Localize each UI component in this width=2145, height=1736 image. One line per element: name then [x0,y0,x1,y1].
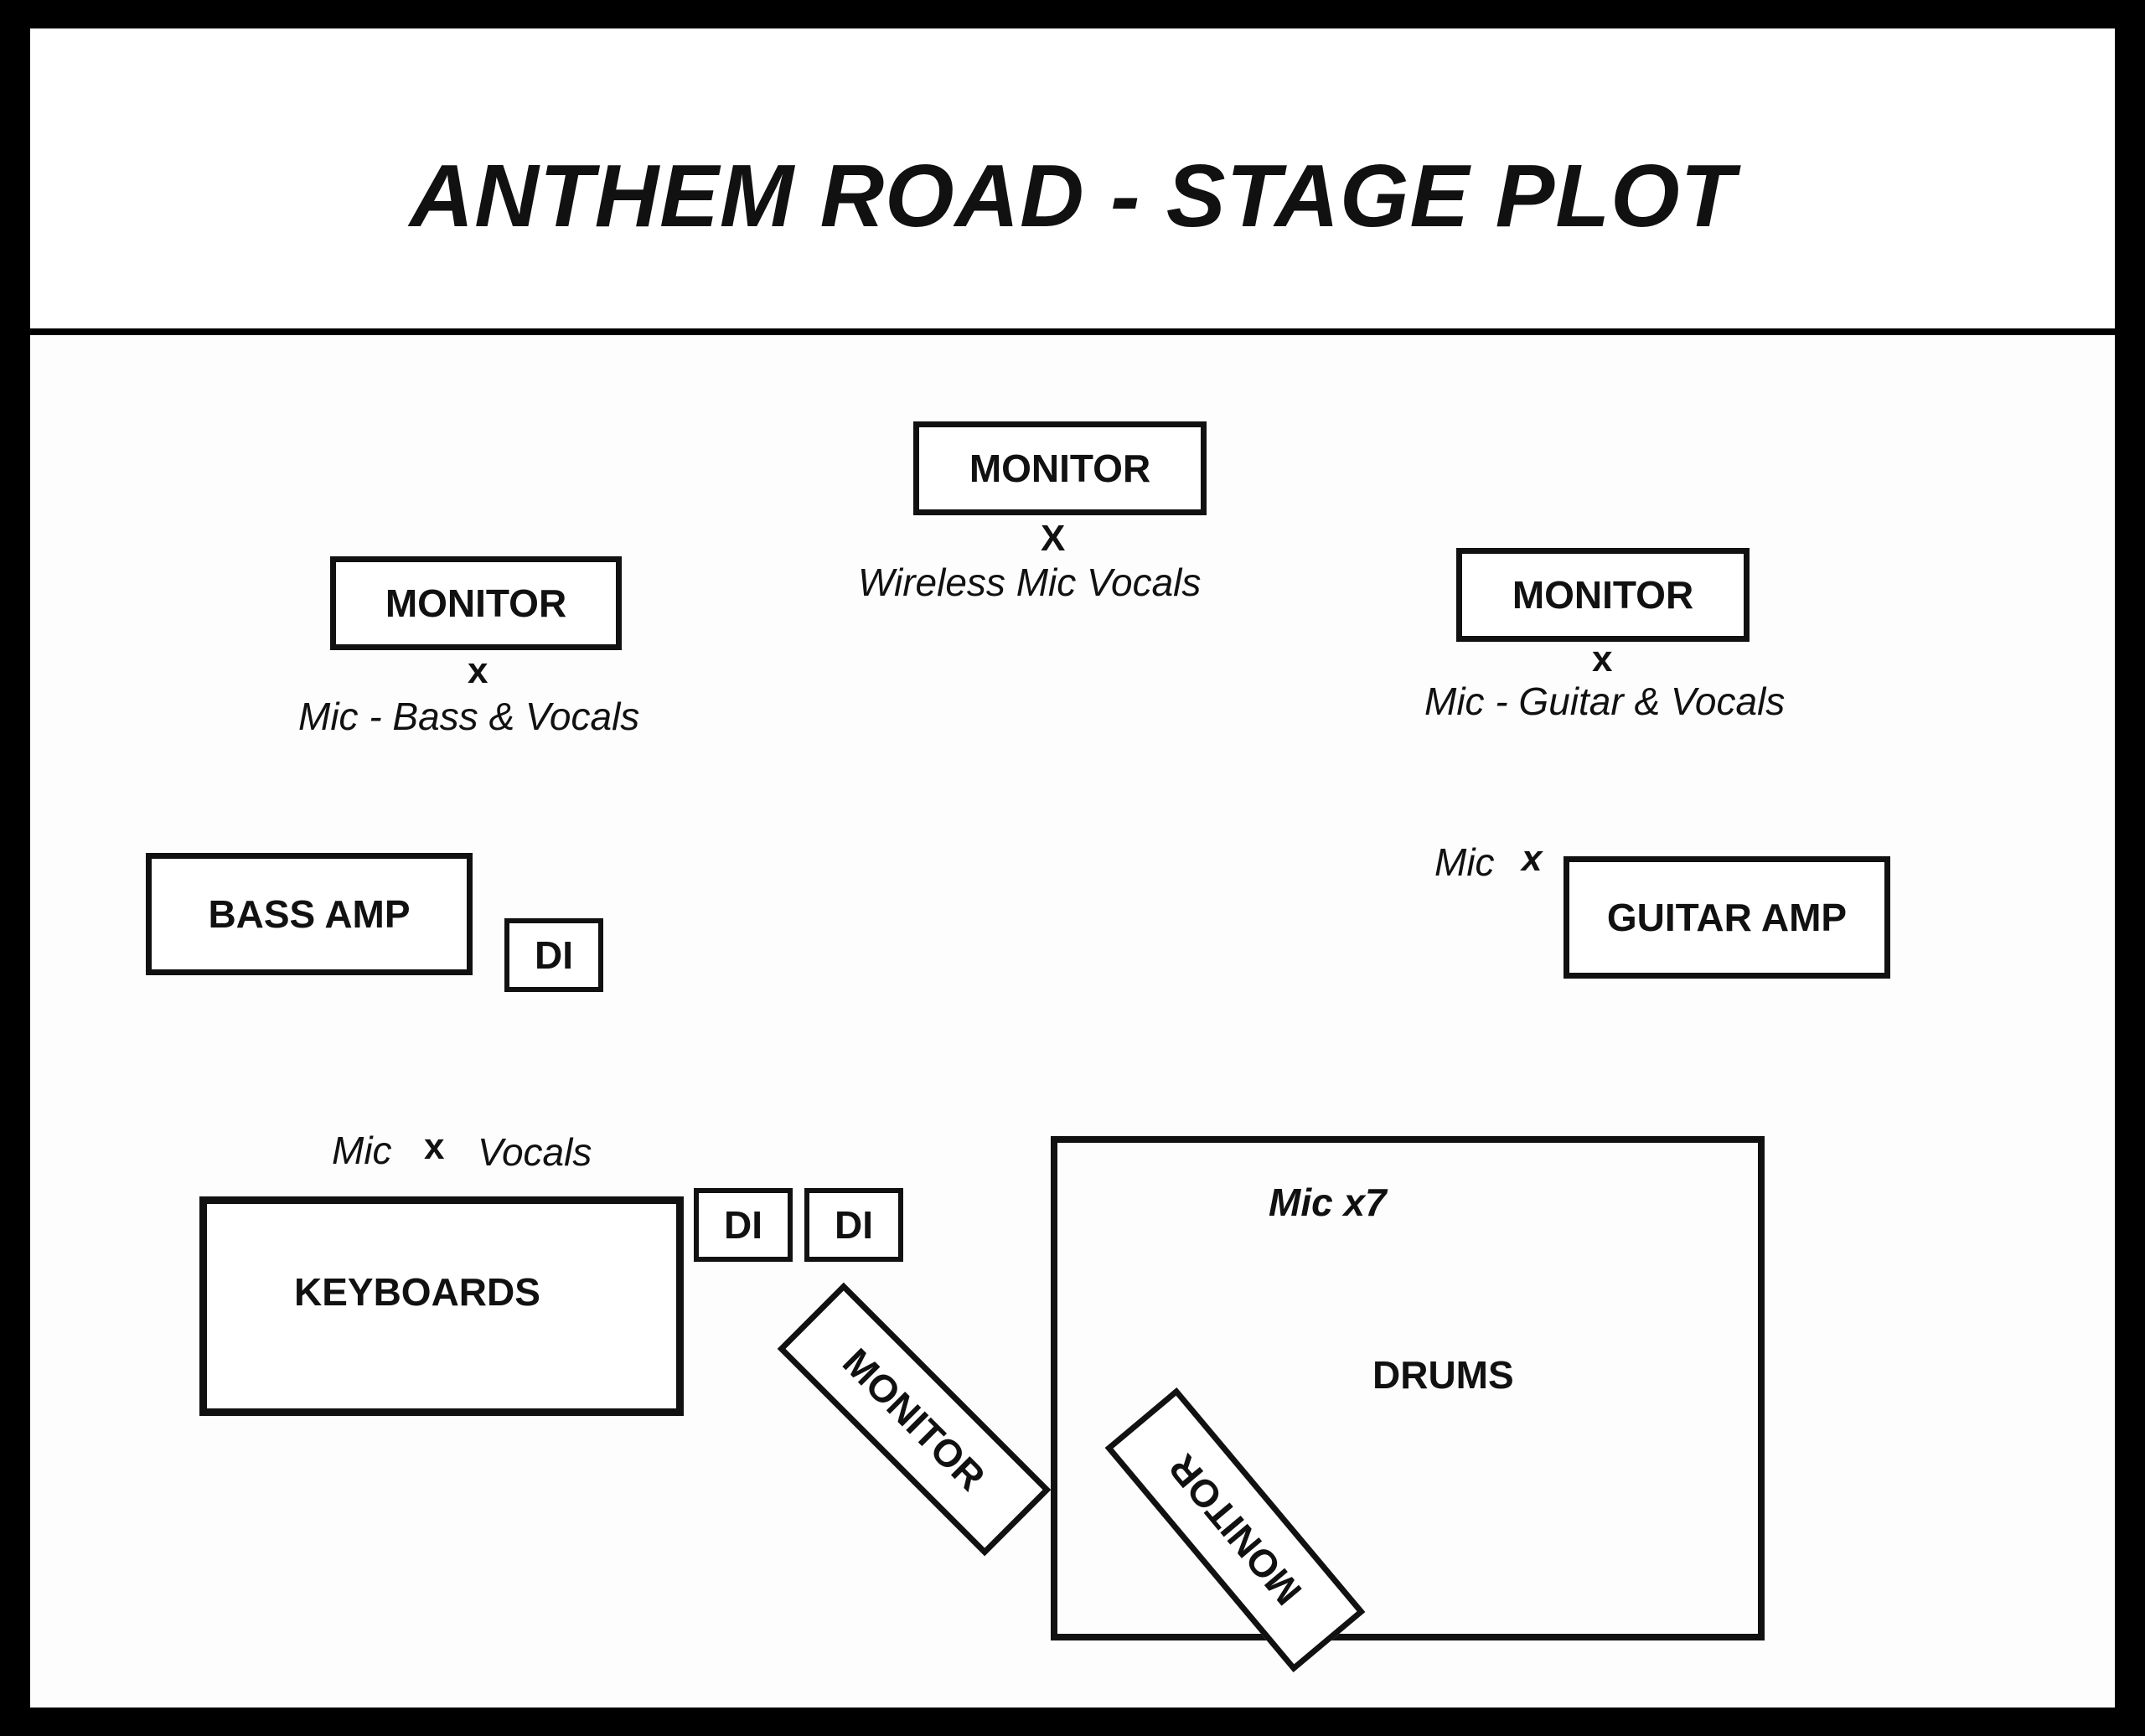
guitar-amp-box: GUITAR AMP [1564,856,1890,979]
title-area: ANTHEM ROAD - STAGE PLOT [30,28,2115,330]
monitor-center-label: MONITOR [969,447,1151,490]
mic-label-center: Wireless Mic Vocals [858,561,1202,604]
guitar-amp-label: GUITAR AMP [1606,896,1848,939]
monitor-keys-label: MONITOR [835,1340,994,1499]
di-bass-box: DI [504,918,603,992]
keys-mic-vocals: Vocals [478,1130,592,1174]
monitor-keys-box: MONITOR [777,1282,1052,1557]
di-keys-1-label: DI [724,1203,762,1247]
guitar-mic-word: Mic [1434,840,1495,884]
monitor-right-box: MONITOR [1456,548,1750,642]
monitor-left-box: MONITOR [330,556,622,650]
keys-mic-mark: x [424,1126,445,1167]
monitor-right-label: MONITOR [1512,573,1694,617]
title-divider [30,328,2115,335]
guitar-mic-mark: x [1522,838,1543,879]
mic-label-left: Mic - Bass & Vocals [298,695,640,738]
mic-mark-center: X [1041,518,1066,559]
keys-mic-word: Mic [332,1129,392,1172]
drums-label: DRUMS [1372,1353,1514,1397]
stage-plot-frame: ANTHEM ROAD - STAGE PLOT MONITOR X Wirel… [30,28,2115,1708]
drums-riser-box: DRUMS Mic x7 [1051,1136,1765,1640]
bass-amp-label: BASS AMP [208,892,411,936]
mic-label-right: Mic - Guitar & Vocals [1424,679,1786,723]
mic-mark-left: x [468,650,488,691]
monitor-left-label: MONITOR [385,581,567,625]
di-keys-1-box: DI [694,1188,793,1262]
monitor-center-box: MONITOR [913,421,1207,515]
drums-mics-label: Mic x7 [1269,1181,1387,1224]
stage-area: MONITOR X Wireless Mic Vocals MONITOR x … [30,335,2115,1708]
keyboards-box: KEYBOARDS [199,1196,684,1416]
page-title: ANTHEM ROAD - STAGE PLOT [409,147,1736,245]
mic-mark-right: x [1592,638,1613,679]
keyboards-label: KEYBOARDS [294,1270,540,1314]
di-bass-label: DI [535,933,573,977]
bass-amp-box: BASS AMP [146,853,473,975]
di-keys-2-box: DI [804,1188,903,1262]
di-keys-2-label: DI [835,1203,873,1247]
